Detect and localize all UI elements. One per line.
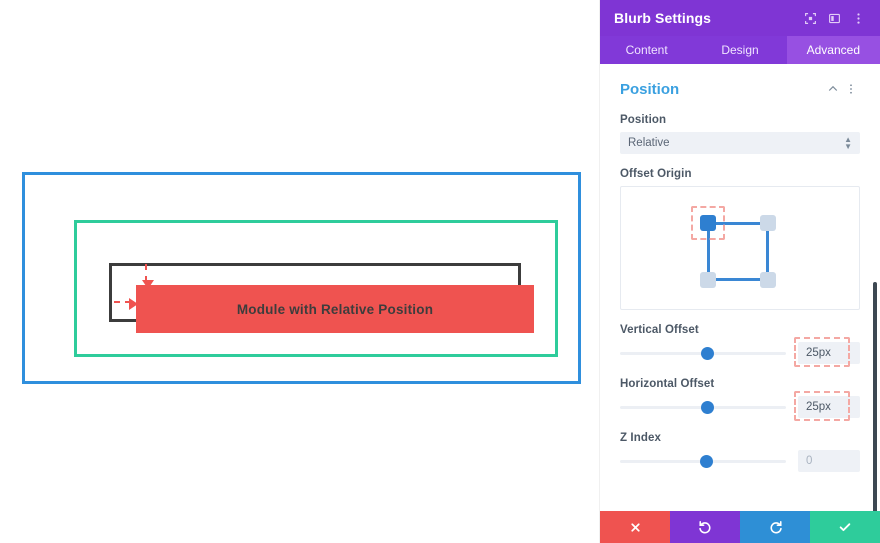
origin-line-bottom bbox=[708, 278, 768, 281]
horizontal-offset-arrow bbox=[114, 298, 138, 310]
panel-title: Blurb Settings bbox=[614, 10, 712, 26]
expand-icon[interactable] bbox=[798, 6, 822, 30]
vertical-offset-arrow bbox=[142, 264, 154, 289]
tab-design[interactable]: Design bbox=[721, 43, 759, 57]
origin-handle-bottom-left[interactable] bbox=[700, 272, 716, 288]
vertical-offset-value: 25px bbox=[806, 347, 831, 359]
panel-header: Blurb Settings bbox=[600, 0, 880, 36]
vertical-offset-input[interactable]: 25px bbox=[794, 337, 860, 367]
origin-line-top bbox=[708, 222, 768, 225]
origin-handle-top-right[interactable] bbox=[760, 215, 776, 231]
row-container[interactable]: Module with Relative Position bbox=[74, 220, 558, 357]
split-view-icon[interactable] bbox=[822, 6, 846, 30]
redo-button[interactable] bbox=[740, 511, 810, 543]
section-container[interactable]: Module with Relative Position bbox=[22, 172, 581, 384]
tab-content[interactable]: Content bbox=[625, 43, 668, 57]
origin-handle-bottom-right[interactable] bbox=[760, 272, 776, 288]
horizontal-offset-value: 25px bbox=[806, 401, 831, 413]
module-label: Module with Relative Position bbox=[236, 301, 434, 317]
more-options-icon[interactable] bbox=[846, 6, 870, 30]
chevron-up-icon[interactable] bbox=[824, 80, 842, 98]
offset-origin-label: Offset Origin bbox=[620, 168, 692, 180]
module-relative-position[interactable]: Module with Relative Position bbox=[136, 285, 534, 333]
undo-button[interactable] bbox=[670, 511, 740, 543]
field-z-index: Z Index 0 bbox=[620, 432, 860, 472]
slider-thumb[interactable] bbox=[699, 455, 713, 468]
cancel-button[interactable] bbox=[600, 511, 670, 543]
position-label: Position bbox=[620, 114, 667, 126]
field-offset-origin: Offset Origin bbox=[620, 168, 860, 310]
slider-thumb[interactable] bbox=[701, 347, 715, 360]
z-index-value: 0 bbox=[806, 455, 813, 467]
horizontal-offset-slider[interactable] bbox=[620, 400, 786, 414]
position-select-value: Relative bbox=[628, 137, 670, 149]
select-arrows-icon: ▲▼ bbox=[844, 135, 852, 151]
save-button[interactable] bbox=[810, 511, 880, 543]
tab-advanced[interactable]: Advanced bbox=[786, 36, 880, 64]
origin-selected-highlight bbox=[691, 206, 725, 240]
position-section-header: Position bbox=[620, 80, 860, 98]
origin-line-left bbox=[707, 223, 710, 281]
field-horizontal-offset: Horizontal Offset 25px bbox=[620, 378, 860, 421]
panel-body: Position Position Relative ▲▼ bbox=[600, 64, 880, 511]
z-index-label: Z Index bbox=[620, 432, 661, 444]
z-index-input[interactable]: 0 bbox=[798, 450, 860, 472]
field-position: Position Relative ▲▼ bbox=[620, 114, 860, 154]
offset-origin-widget[interactable] bbox=[620, 186, 860, 310]
panel-footer bbox=[600, 511, 880, 543]
field-vertical-offset: Vertical Offset 25px bbox=[620, 324, 860, 367]
section-title: Position bbox=[620, 80, 680, 98]
origin-line-right bbox=[766, 223, 769, 281]
settings-panel: Blurb Settings Content Design Advanced bbox=[600, 0, 880, 543]
vertical-offset-label: Vertical Offset bbox=[620, 324, 699, 336]
panel-scrollbar[interactable] bbox=[873, 282, 877, 511]
page-preview-canvas: Module with Relative Position bbox=[22, 172, 581, 384]
vertical-offset-slider[interactable] bbox=[620, 346, 786, 360]
slider-thumb[interactable] bbox=[701, 401, 715, 414]
section-more-options-icon[interactable] bbox=[842, 80, 860, 98]
position-select[interactable]: Relative ▲▼ bbox=[620, 132, 860, 154]
horizontal-offset-input[interactable]: 25px bbox=[794, 391, 860, 421]
panel-tabs: Content Design Advanced bbox=[600, 36, 880, 64]
z-index-slider[interactable] bbox=[620, 454, 786, 468]
origin-handle-top-left[interactable] bbox=[691, 206, 725, 240]
horizontal-offset-label: Horizontal Offset bbox=[620, 378, 715, 390]
